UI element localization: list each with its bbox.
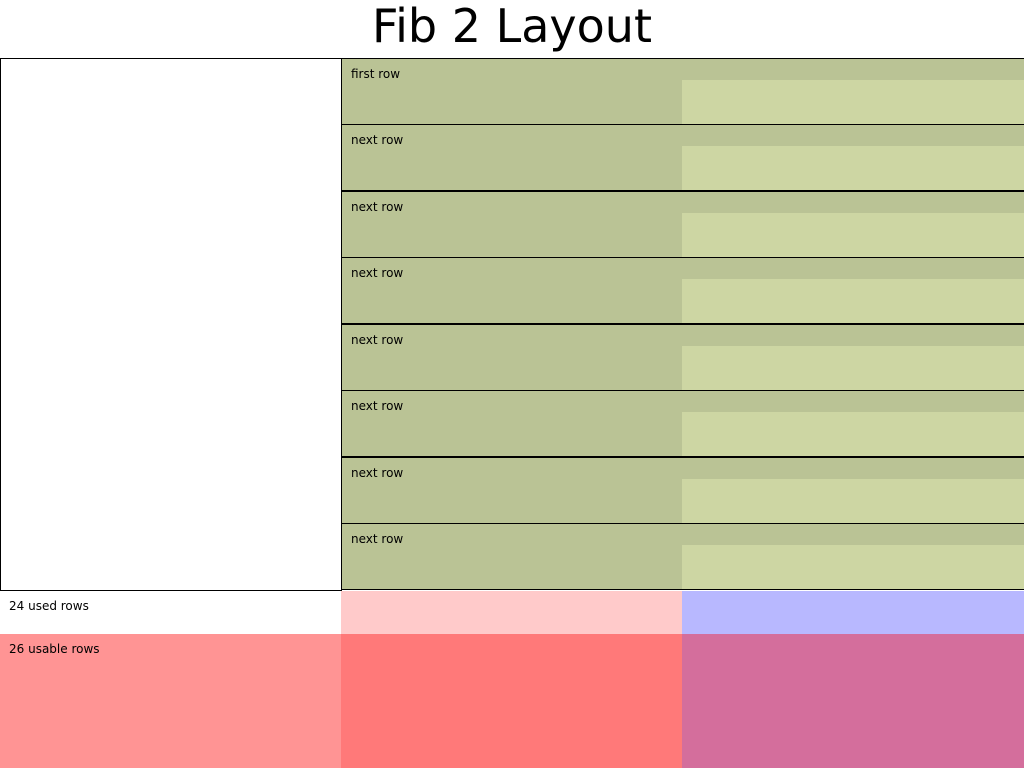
used-rows-middle — [341, 591, 682, 634]
row-label: first row — [351, 67, 401, 81]
row-box: next row — [341, 257, 1024, 324]
row-inner-panel — [682, 80, 1024, 124]
row-box: next row — [341, 390, 1024, 457]
row-box: next row — [341, 324, 1024, 391]
usable-rows-middle — [341, 634, 682, 768]
left-panel — [0, 58, 342, 591]
row-label: next row — [351, 200, 404, 214]
rows-container: first row next row next row next row next ro… — [341, 58, 1024, 591]
row-inner-panel — [682, 213, 1024, 257]
row-inner-panel — [682, 479, 1024, 523]
row-box: first row — [341, 58, 1024, 125]
row-box: next row — [341, 457, 1024, 524]
used-rows-right — [682, 591, 1024, 634]
row-box: next row — [341, 124, 1024, 191]
row-label: next row — [351, 266, 404, 280]
row-label: next row — [351, 399, 404, 413]
used-rows-left: 24 used rows — [0, 591, 341, 634]
usable-rows-left: 26 usable rows — [0, 634, 341, 768]
row-box: next row — [341, 523, 1024, 590]
row-label: next row — [351, 133, 404, 147]
row-inner-panel — [682, 279, 1024, 323]
row-label: next row — [351, 532, 404, 546]
row-inner-panel — [682, 346, 1024, 390]
row-inner-panel — [682, 146, 1024, 190]
usable-rows-right — [682, 634, 1024, 768]
used-rows-label: 24 used rows — [9, 599, 89, 613]
row-label: next row — [351, 333, 404, 347]
row-label: next row — [351, 466, 404, 480]
row-inner-panel — [682, 545, 1024, 589]
row-box: next row — [341, 191, 1024, 258]
row-inner-panel — [682, 412, 1024, 456]
usable-rows-label: 26 usable rows — [9, 642, 100, 656]
page-title: Fib 2 Layout — [372, 0, 652, 53]
